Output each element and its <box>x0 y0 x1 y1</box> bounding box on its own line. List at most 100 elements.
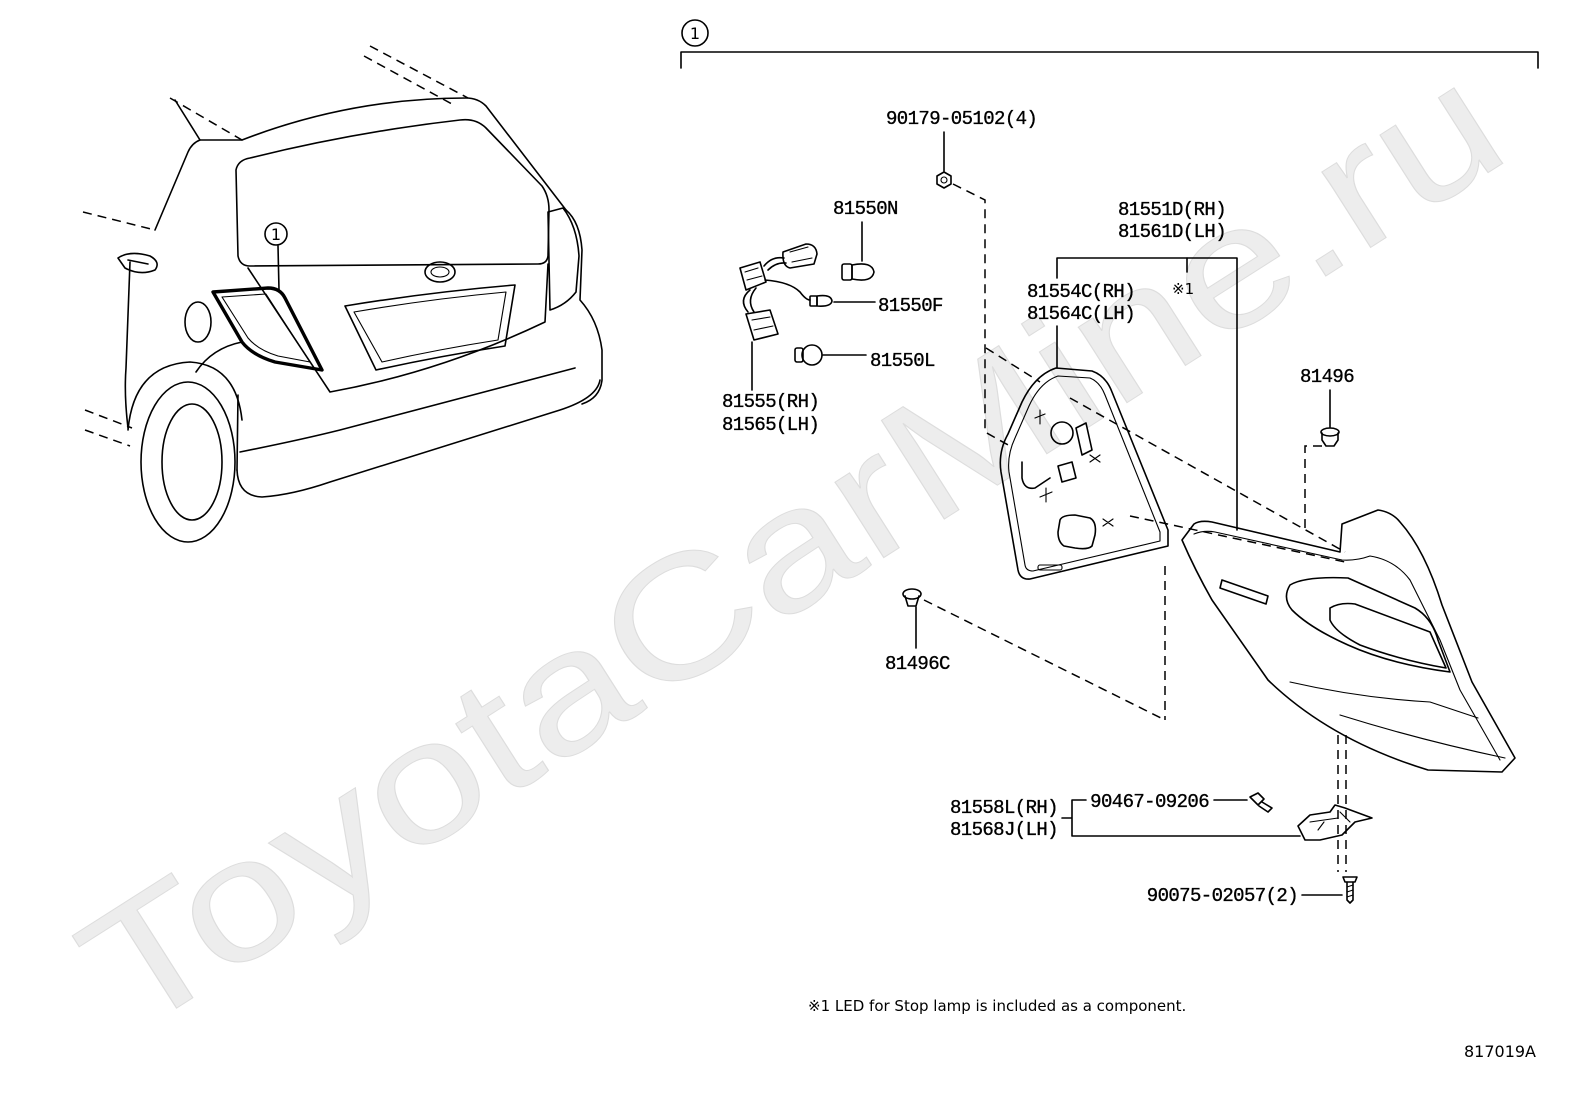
c-pillar-edge <box>174 99 201 141</box>
bulb-glass <box>851 263 875 281</box>
roof-edge-dashed-inner <box>363 55 453 105</box>
body-left-side <box>124 261 131 429</box>
housing-marks <box>1034 409 1114 527</box>
wire-branch <box>764 279 811 301</box>
figure-number: 817019A <box>1464 1042 1536 1061</box>
body-right-side <box>565 209 603 405</box>
label-81550F: 81550F <box>878 295 943 317</box>
right-tail-lamp <box>547 207 580 311</box>
wheel-arch <box>127 361 243 431</box>
bulb-glass <box>801 344 823 366</box>
lens-group-bracket <box>1056 257 1238 531</box>
connector-upper-ribs <box>744 267 763 281</box>
lens-reflector-band <box>1285 576 1451 673</box>
emblem <box>424 261 456 283</box>
bracket-group-line <box>1061 799 1301 837</box>
bulb-glass <box>816 294 833 307</box>
nut-body <box>936 171 952 189</box>
left-tail-lamp-inner <box>221 293 311 363</box>
label-81561D-lh: 81561D(LH) <box>1118 221 1226 243</box>
assembly-bracket: 1 <box>680 19 1539 69</box>
housing-lower-socket <box>1057 514 1097 550</box>
label-81496: 81496 <box>1300 366 1354 388</box>
note-reference-mark: ※1 <box>1172 280 1194 298</box>
screw-shank <box>1346 881 1354 904</box>
socket-body <box>782 243 818 269</box>
housing-outline <box>999 367 1169 580</box>
vehicle-rear-view: 1 <box>82 45 603 543</box>
label-81558L-rh: 81558L(RH) <box>950 797 1058 819</box>
bracket-81558L: 81558L(RH) 81568J(LH) <box>950 797 1373 841</box>
left-tail-lamp-highlight <box>211 286 324 372</box>
label-81564C-lh: 81564C(LH) <box>1027 303 1135 325</box>
bulb-base <box>809 295 818 307</box>
bulb-base <box>794 347 804 363</box>
nut-install-path <box>952 183 1011 447</box>
footnote: ※1 LED for Stop lamp is included as a co… <box>808 997 1186 1015</box>
clip-body <box>1321 432 1339 447</box>
vehicle-callout-leader <box>277 245 280 291</box>
housing-bulb-hole <box>1050 421 1074 445</box>
lens-small-slot <box>1219 579 1269 605</box>
label-81550L: 81550L <box>870 350 935 372</box>
bulb-81550L: 81550L <box>794 344 936 372</box>
housing-bottom-slot <box>1037 564 1063 571</box>
roof-side-dashed <box>169 97 243 141</box>
rear-tire <box>140 381 236 543</box>
label-90075-02057: 90075-02057(2) <box>1147 885 1298 907</box>
bulb-81550F: 81550F <box>809 294 944 317</box>
license-plate-recess-inner <box>353 291 507 363</box>
clip-body <box>904 595 920 607</box>
connector-lower-ribs <box>751 316 774 331</box>
clip-81496C: 81496C <box>885 588 1166 721</box>
lens-inner-slot <box>1329 602 1447 669</box>
nut-90179: 90179-05102(4) <box>886 108 1041 447</box>
nut-install-path-2 <box>985 347 1041 383</box>
screw-head <box>1342 876 1358 883</box>
assembly-bracket-line <box>680 51 1539 69</box>
bulb-81550N: 81550N <box>833 198 899 281</box>
socket-ribs <box>789 246 813 263</box>
vehicle-callout: 1 <box>271 225 281 244</box>
side-window-dashed <box>82 211 156 231</box>
housing-flange <box>1008 375 1161 572</box>
lens-and-body-group: 81551D(RH) 81561D(LH) ※1 81554C(RH) 8156… <box>1027 199 1238 531</box>
assembly-callout-circle <box>681 19 709 47</box>
label-81555-rh: 81555(RH) <box>722 391 819 413</box>
label-90467-09206: 90467-09206 <box>1090 791 1209 813</box>
lens-lower-band <box>1289 681 1479 719</box>
clip-head <box>902 588 922 600</box>
socket-and-wire-81555: 81555(RH) 81565(LH) <box>722 243 820 436</box>
clip-81496-install-path <box>1304 445 1322 532</box>
label-90179-05102: 90179-05102(4) <box>886 108 1037 130</box>
rear-bumper <box>236 379 601 498</box>
connector-lower <box>745 309 779 341</box>
rear-wheel-rim <box>161 403 223 521</box>
vehicle-callout-circle <box>264 222 288 246</box>
roof-edge-dashed <box>369 45 469 99</box>
assembly-guide-lines <box>1069 397 1347 872</box>
assembly-callout: 1 <box>690 24 700 43</box>
rear-glass <box>235 118 550 267</box>
housing-wire-channel <box>1021 461 1051 490</box>
nut-hole <box>940 176 948 184</box>
clip-head <box>1320 427 1340 437</box>
license-plate-recess <box>344 284 516 371</box>
bumper-upper-line <box>239 367 576 453</box>
label-81568J-lh: 81568J(LH) <box>950 819 1058 841</box>
fuel-door <box>184 301 212 343</box>
connector-upper <box>739 261 767 291</box>
label-81554C-rh: 81554C(RH) <box>1027 281 1135 303</box>
lamp-lens-81551D <box>1181 509 1516 773</box>
screw-90075: 90075-02057(2) <box>1147 876 1358 907</box>
lower-side-dashed-2 <box>84 429 131 447</box>
watermark: ToyotaCarMine.ru <box>49 27 1534 1068</box>
screw-threads <box>1346 884 1354 898</box>
wire-loop <box>742 287 757 313</box>
c-pillar <box>154 139 243 231</box>
label-81496C: 81496C <box>885 653 950 675</box>
lamp-housing-81554C <box>999 367 1169 580</box>
screw-shank <box>1258 801 1273 813</box>
label-81550N: 81550N <box>833 198 898 220</box>
